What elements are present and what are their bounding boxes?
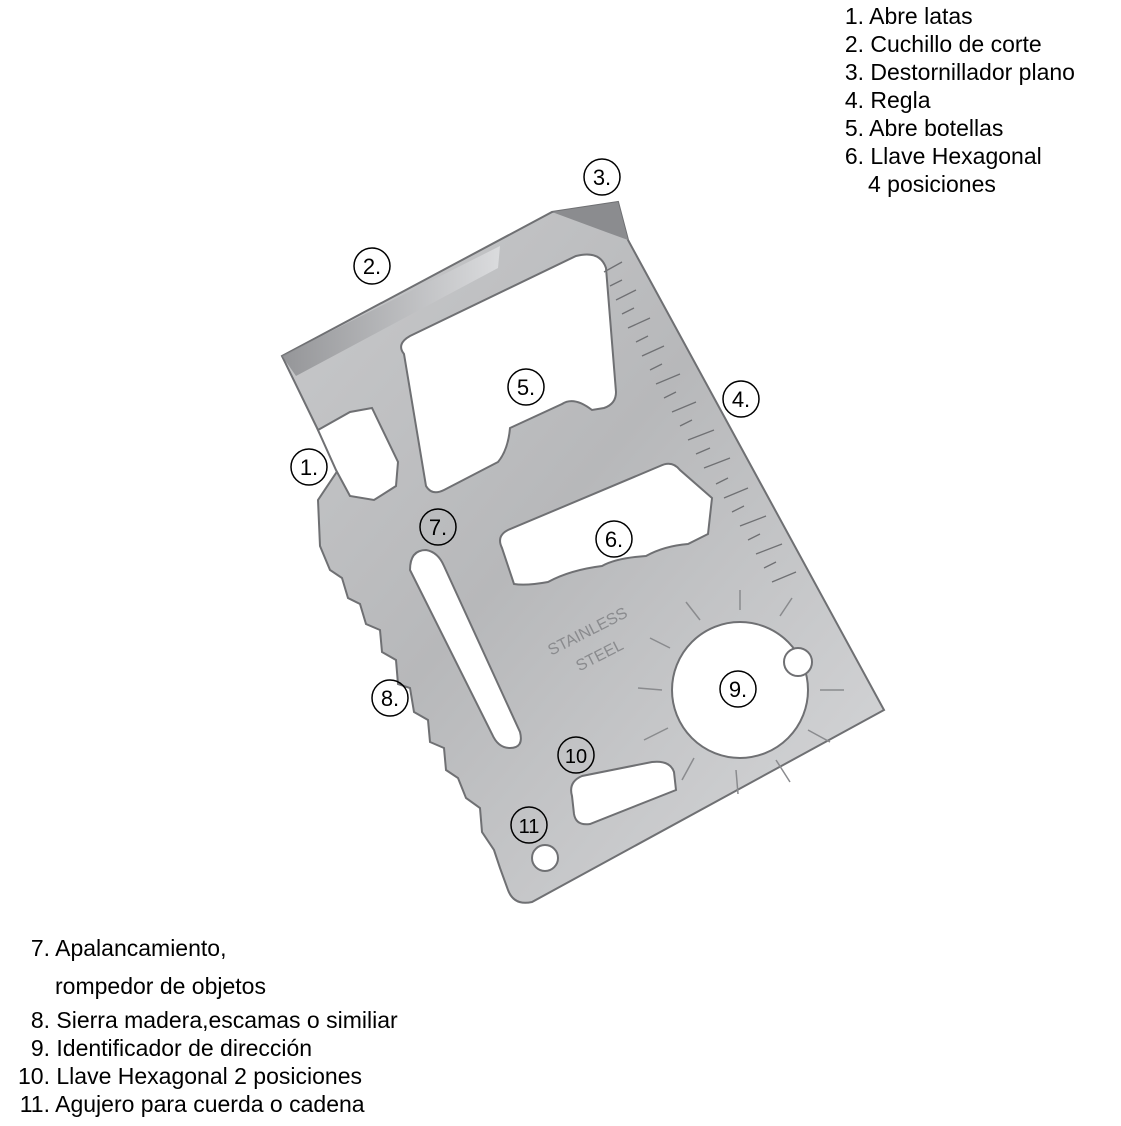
callout-11: 11 — [510, 806, 548, 844]
callout-3: 3. — [583, 158, 621, 196]
knife-edge — [282, 246, 500, 376]
legend-item-3: 3. Destornillador plano — [844, 59, 1075, 85]
callout-7: 7. — [419, 508, 457, 546]
callout-1: 1. — [290, 448, 328, 486]
callout-4: 4. — [722, 380, 760, 418]
legend-item-8: 8. Sierra madera,escamas o similiar — [30, 1007, 398, 1033]
hex-wrench-2-window — [570, 760, 678, 826]
lanyard-hole — [531, 844, 559, 872]
legend-item-11: 11. Agujero para cuerda o cadena — [19, 1091, 365, 1117]
card-body: STAINLESS STEEL — [280, 200, 886, 904]
svg-text:4.: 4. — [732, 387, 750, 412]
svg-text:7.: 7. — [429, 515, 447, 540]
legend-bottom: 7. Apalancamiento,rompedor de objetos 8.… — [10, 934, 398, 1118]
callout-5: 5. — [507, 368, 545, 406]
callouts: 1. 2. 3. 4. 5. 6. 7. 8. 9. 10 11 — [290, 158, 760, 844]
legend-item-2: 2. Cuchillo de corte — [844, 31, 1042, 57]
legend-item-4: 4. Regla — [844, 87, 931, 113]
callout-6: 6. — [595, 520, 633, 558]
svg-text:2.: 2. — [363, 254, 381, 279]
svg-text:1.: 1. — [300, 455, 318, 480]
legend-top: 1. Abre latas 2. Cuchillo de corte 3. De… — [836, 2, 1075, 198]
direction-finder-hole — [671, 621, 809, 759]
svg-text:9.: 9. — [729, 677, 747, 702]
pry-slot — [408, 548, 522, 750]
callout-9: 9. — [719, 670, 757, 708]
legend-item-5: 5. Abre botellas — [844, 115, 1004, 141]
legend-item-1: 1. Abre latas — [844, 3, 973, 29]
svg-text:11: 11 — [519, 816, 540, 838]
svg-text:8.: 8. — [381, 686, 399, 711]
hex-wrench-window — [499, 462, 714, 586]
legend-item-10: 10. Llave Hexagonal 2 posiciones — [18, 1063, 362, 1089]
svg-text:6.: 6. — [605, 527, 623, 552]
can-opener-notch — [316, 406, 400, 502]
legend-item-7: 7. Apalancamiento,rompedor de objetos — [30, 935, 266, 999]
svg-text:5.: 5. — [517, 375, 535, 400]
legend-item-9: 9. Identificador de dirección — [30, 1035, 313, 1061]
bottle-opener-window — [400, 253, 618, 494]
callout-10: 10 — [557, 736, 595, 774]
svg-text:3.: 3. — [593, 165, 611, 190]
svg-text:10: 10 — [565, 746, 587, 768]
compass-rays — [637, 590, 844, 795]
callout-8: 8. — [371, 679, 409, 717]
ruler-ticks — [603, 261, 797, 583]
screwdriver-tip — [552, 202, 628, 240]
callout-2: 2. — [353, 247, 391, 285]
